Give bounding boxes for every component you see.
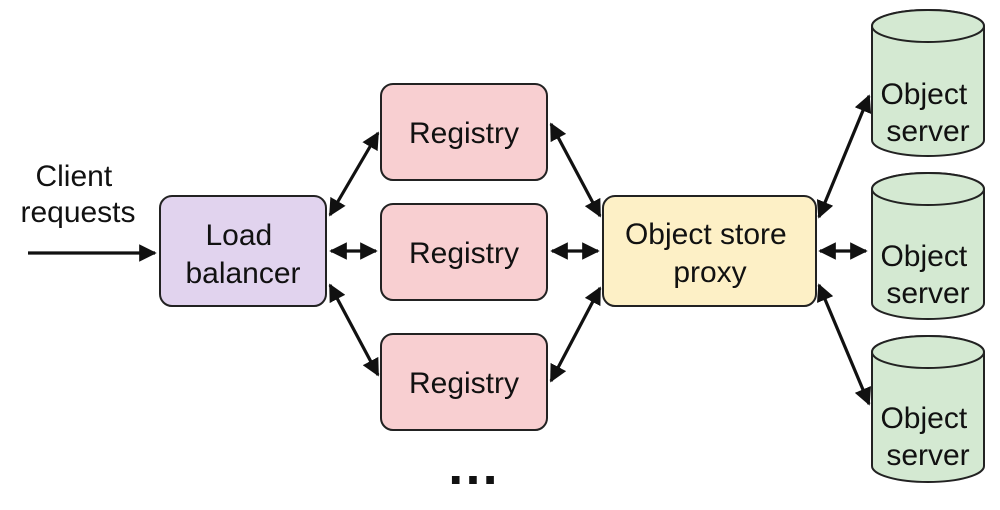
load-balancer-label-line-1: Load	[205, 219, 272, 252]
load-balancer-label-line-2: balancer	[185, 257, 300, 290]
object-server-label-line-2: server	[886, 277, 969, 310]
svg-text:Load balancer: Load balancer	[185, 219, 300, 290]
edge-proxy-server-3	[817, 283, 871, 406]
registry-label: Registry	[409, 367, 519, 400]
registry-node-3: Registry	[380, 333, 548, 431]
object-server-label-line-2: server	[886, 439, 969, 472]
more-registries-ellipsis: …	[446, 436, 500, 496]
object-server-label-line-1: Object	[880, 78, 967, 111]
cylinder-top	[871, 172, 985, 206]
svg-text:Object server: Object server	[880, 240, 975, 310]
cylinder-top	[871, 9, 985, 43]
edge-lb-registry-3	[328, 283, 380, 377]
proxy-label-line-2: proxy	[673, 256, 746, 289]
registry-node-2: Registry	[380, 203, 548, 301]
registry-box	[380, 203, 548, 301]
svg-text:Object store proxy: Object store proxy	[625, 218, 795, 289]
load-balancer-node: Load balancer	[159, 195, 327, 307]
edge-registry-3-proxy	[549, 286, 602, 383]
proxy-label-line-1: Object store	[625, 218, 787, 251]
cylinder-top	[871, 335, 985, 369]
object-server-node-1: Object server	[871, 9, 985, 157]
registry-node-1: Registry	[380, 83, 548, 181]
edge-proxy-server-1	[816, 94, 872, 219]
client-requests: Client requests	[20, 160, 157, 262]
connectors	[328, 94, 872, 406]
registry-box	[380, 83, 548, 181]
svg-text:Object server: Object server	[880, 78, 975, 148]
object-server-node-3: Object server	[871, 335, 985, 483]
object-server-node-2: Object server	[871, 172, 985, 320]
registry-label: Registry	[409, 237, 519, 270]
proxy-node: Object store proxy	[602, 195, 817, 307]
registry-label: Registry	[409, 117, 519, 150]
object-server-label-line-2: server	[886, 115, 969, 148]
object-server-label-line-1: Object	[880, 402, 967, 435]
svg-text:Object server: Object server	[880, 402, 975, 472]
svg-text:Client requests: Client requests	[20, 160, 135, 229]
proxy-box	[602, 195, 817, 307]
client-label-line-1: Client	[35, 160, 112, 193]
load-balancer-box	[159, 195, 327, 307]
object-server-label-line-1: Object	[880, 240, 967, 273]
edge-lb-registry-1	[328, 131, 380, 217]
client-label-line-2: requests	[20, 196, 135, 229]
registry-box	[380, 333, 548, 431]
edge-registry-1-proxy	[549, 122, 602, 218]
